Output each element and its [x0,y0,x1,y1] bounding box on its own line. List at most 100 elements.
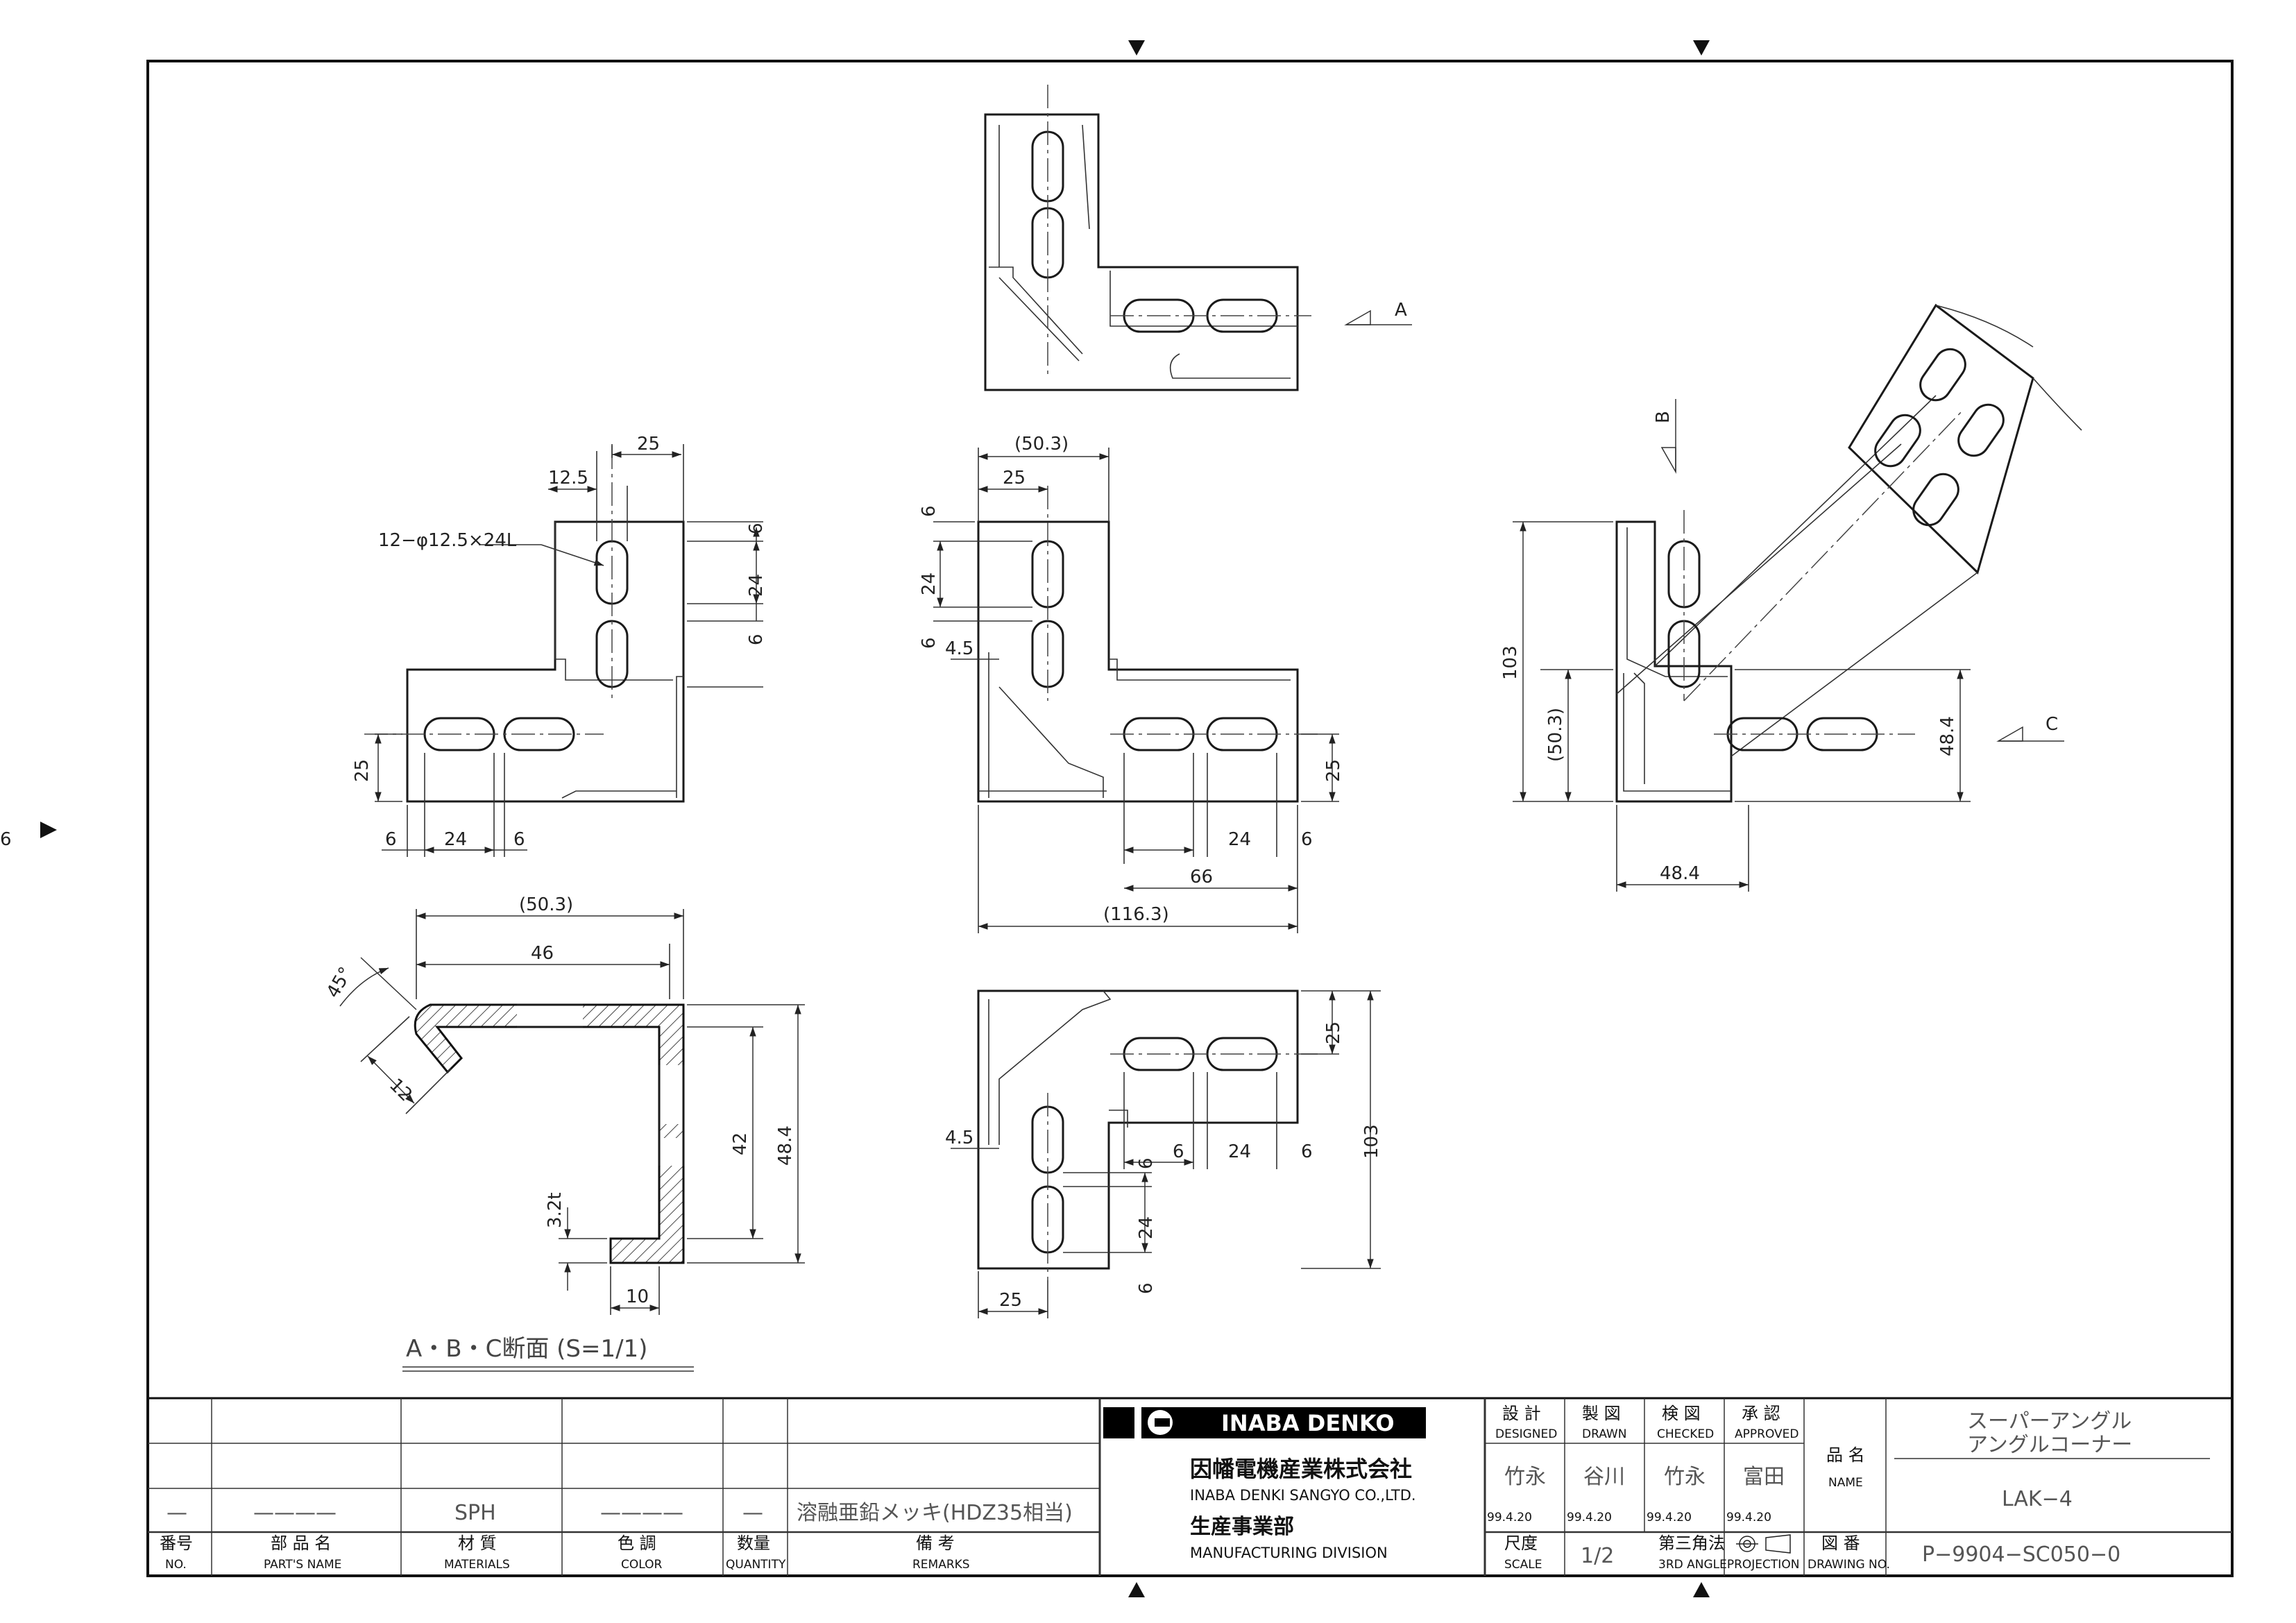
view-marker-b: B [1653,411,1674,423]
projection-label-en: 3RD ANGLEPROJECTION [1658,1558,1799,1572]
division-en: MANUFACTURING DIVISION [1190,1545,1388,1561]
dim-front-6b: 6 [746,634,767,645]
dim-top-6c: 6 [0,829,12,850]
center-mark-top-right [1693,40,1710,56]
role-drawn-jp: 製 図 [1582,1404,1621,1423]
parts-row-remarks: 溶融亜鉛メッキ(HDZ35相当) [797,1501,1073,1525]
center-mark-left [40,822,57,838]
role-drawn-en: DRAWN [1582,1427,1626,1441]
header-no-jp: 番号 [160,1533,193,1553]
dim-section-45deg: 45° [323,964,357,1002]
parts-row-no: — [167,1501,187,1525]
division-jp: 生産事業部 [1190,1515,1294,1539]
dim-bottom-4-5: 4.5 [945,1128,973,1148]
front-center-view [933,448,1339,933]
scale-value: 1/2 [1581,1544,1614,1568]
role-checked-en: CHECKED [1657,1427,1714,1441]
drawing-number: P−9904−SC050−0 [1922,1543,2120,1567]
header-no-en: NO. [165,1558,187,1572]
dim-bottom-6c: 6 [1136,1157,1157,1169]
title-block: — ———— SPH ———— — 溶融亜鉛メッキ(HDZ35相当) 番号 NO… [148,1397,2232,1576]
role-drawn-name: 谷川 [1583,1465,1625,1489]
product-name-1: スーパーアングル [1967,1409,2132,1434]
name-label-jp: 品 名 [1826,1445,1865,1465]
header-material-jp: 材 質 [458,1533,497,1553]
company-name-en: INABA DENKI SANGYO CO.,LTD. [1190,1487,1416,1504]
scale-label-jp: 尺度 [1504,1533,1538,1553]
approval-role-1: 製 図 DRAWN 谷川 99.4.20 [1567,1404,1626,1524]
role-designed-jp: 設 計 [1502,1404,1541,1423]
dim-top-6a: 6 [919,505,939,517]
bottom-view [951,991,1381,1318]
dim-section-10: 10 [626,1286,649,1307]
dim-front-24: 24 [746,574,767,597]
center-mark-top-left [1128,40,1145,56]
scale-label-en: SCALE [1504,1558,1542,1572]
role-designed-name: 竹永 [1504,1465,1546,1489]
dim-bottom-6a: 6 [1173,1141,1184,1162]
approval-role-0: 設 計 DESIGNED 竹永 99.4.20 [1487,1404,1557,1524]
view-marker-c: C [2046,714,2058,735]
role-approved-en: APPROVED [1735,1427,1799,1441]
role-approved-name: 富田 [1743,1465,1785,1489]
dim-bottom-25: 25 [999,1290,1022,1311]
dim-angled-48-4-right: 48.4 [1937,716,1958,756]
dim-front-6a: 6 [746,522,767,534]
parts-table [148,1398,1101,1576]
approval-role-3: 承 認 APPROVED 富田 99.4.20 [1726,1404,1799,1524]
drawing-no-label-jp: 図 番 [1821,1533,1860,1553]
role-approved-date: 99.4.20 [1726,1511,1771,1524]
dim-front-25: 25 [637,434,660,454]
dim-front-12-5: 12.5 [548,468,588,488]
view-marker-a: A [1395,300,1407,321]
dim-bottom-25-right: 25 [1323,1021,1344,1044]
center-mark-bottom-left [1128,1582,1145,1597]
header-remarks-jp: 備 考 [916,1533,955,1553]
dim-section-42: 42 [730,1132,751,1155]
dim-section-3-2t: 3.2t [545,1192,566,1228]
angled-view [1513,303,2082,892]
header-material-en: MATERIALS [444,1558,510,1572]
dim-bottom-24b: 24 [1136,1216,1157,1239]
dim-angled-50-3: (50.3) [1545,708,1566,762]
dim-front-6d: 6 [513,829,525,850]
dim-bottom-6b: 6 [1301,1141,1313,1162]
dim-top-25-right: 25 [1323,759,1344,782]
dim-top-25: 25 [1003,468,1026,488]
parts-row-quantity: — [742,1501,763,1525]
approval-role-2: 検 図 CHECKED 竹永 99.4.20 [1647,1404,1714,1524]
dim-top-24b: 24 [1228,829,1251,850]
company-logo-box [1103,1407,1134,1438]
dim-front-25-left: 25 [352,759,373,782]
name-label-en: NAME [1828,1476,1863,1490]
dim-front-6c: 6 [385,829,397,850]
dim-section-50-3: (50.3) [519,894,573,915]
dim-top-4-5: 4.5 [945,638,973,659]
header-remarks-en: REMARKS [912,1558,970,1572]
center-mark-bottom-right [1693,1582,1710,1597]
role-checked-date: 99.4.20 [1647,1511,1692,1524]
dim-angled-48-4-bottom: 48.4 [1660,863,1700,884]
role-designed-date: 99.4.20 [1487,1511,1532,1524]
product-name-2: アングルコーナー [1967,1433,2132,1457]
product-code: LAK−4 [2002,1487,2073,1511]
parts-row-material: SPH [454,1501,496,1525]
dim-angled-103: 103 [1500,645,1521,680]
header-qty-jp: 数量 [737,1533,770,1553]
header-color-jp: 色 調 [618,1533,656,1553]
section-caption: A・B・C断面 (S=1/1) [406,1335,647,1363]
dim-section-48-4: 48.4 [775,1125,796,1166]
top-plan-view [984,85,1412,391]
drawing-no-label-en: DRAWING NO. [1808,1558,1890,1572]
dim-section-46: 46 [531,943,554,964]
dimension-labels: A B C 25 12.5 12−φ12.5×24L 6 24 6 25 6 2… [0,300,2058,1363]
section-view [339,909,805,1372]
dim-top-50-3: (50.3) [1014,434,1069,454]
dim-top-24: 24 [919,572,939,595]
dim-top-6b: 6 [919,637,939,649]
role-drawn-date: 99.4.20 [1567,1511,1612,1524]
role-designed-en: DESIGNED [1495,1427,1557,1441]
company-logo-text: INABA DENKO [1221,1410,1395,1436]
dim-bottom-24: 24 [1228,1141,1251,1162]
